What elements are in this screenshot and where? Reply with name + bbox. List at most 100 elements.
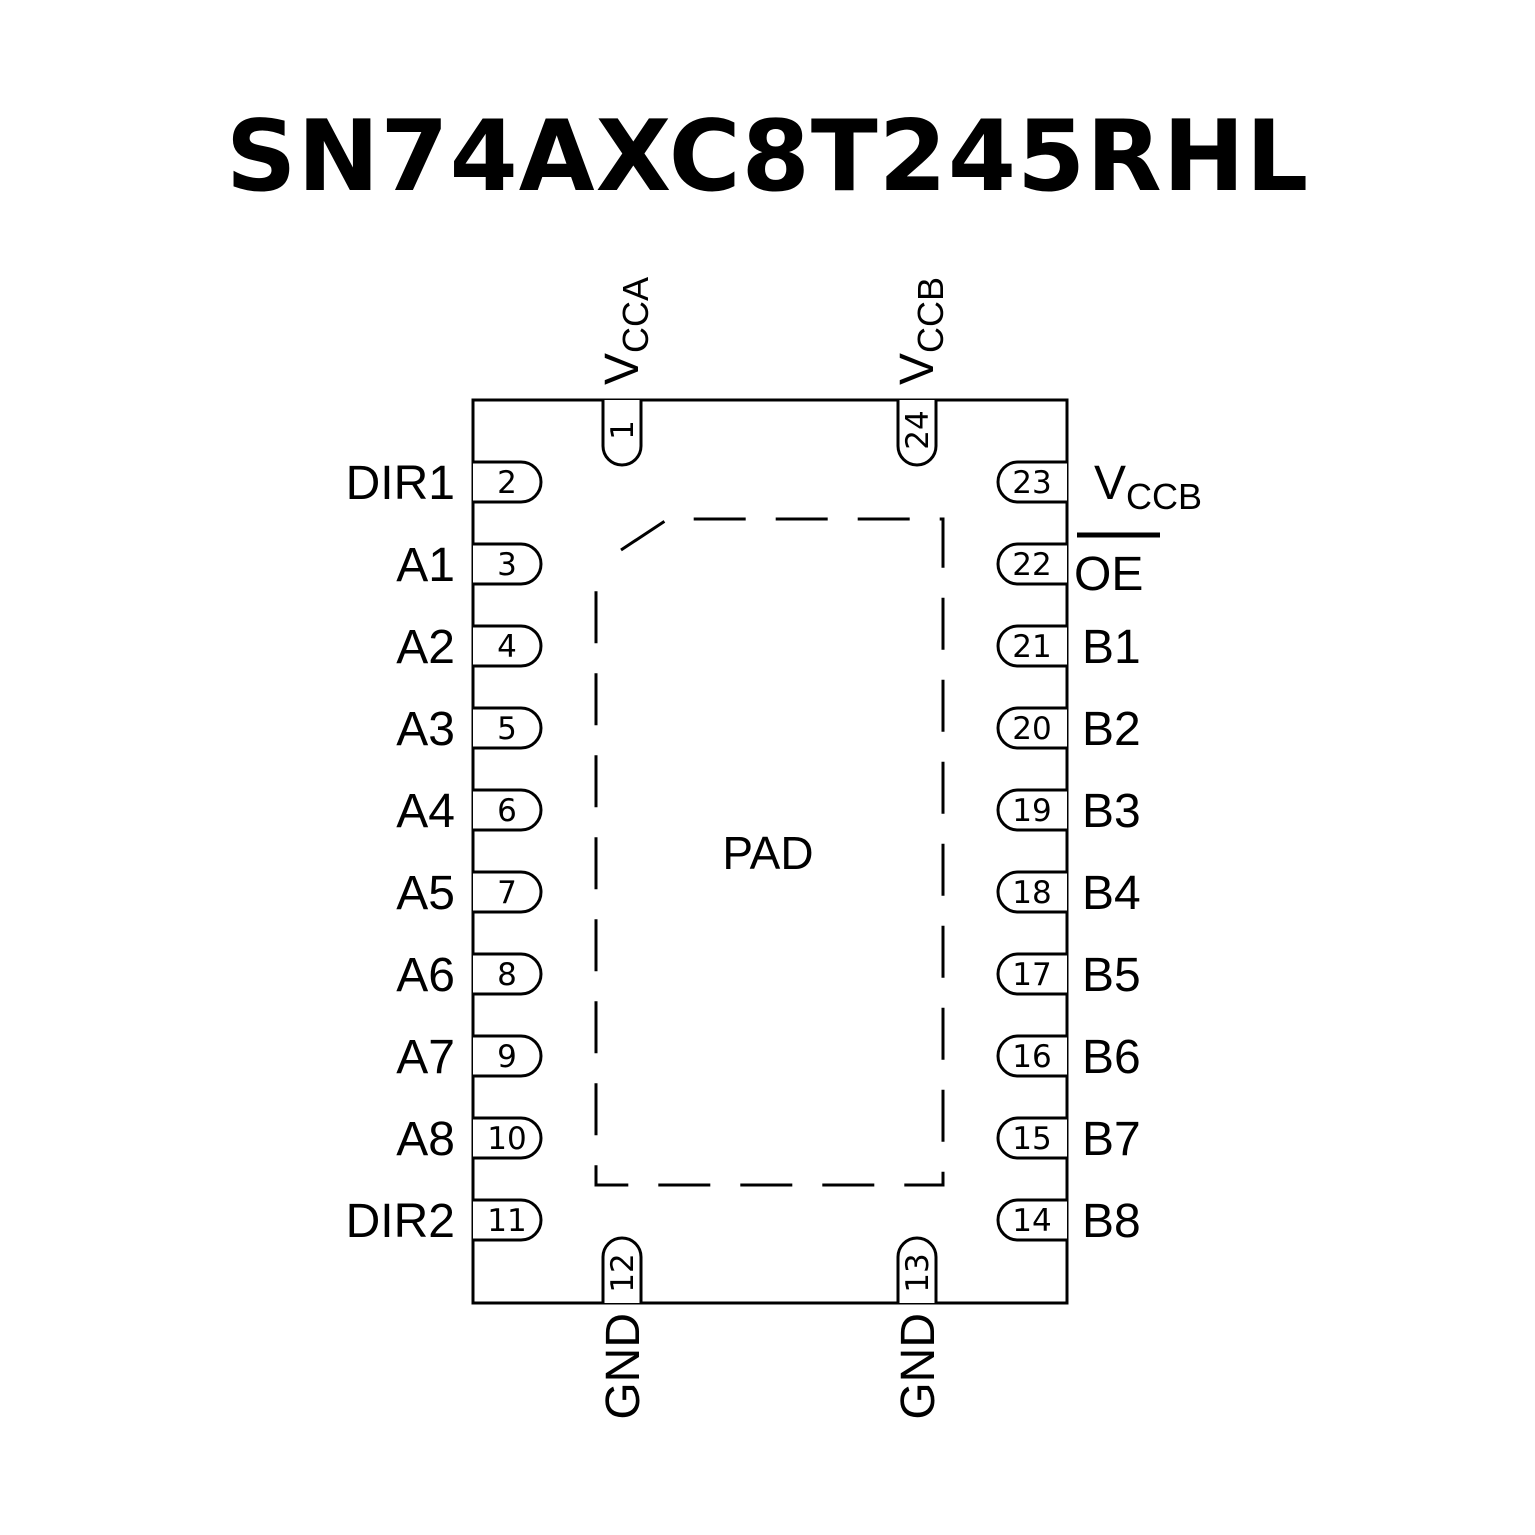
pin-9: 9 A7 [396, 1031, 543, 1084]
pin-name-label: A8 [396, 1113, 455, 1166]
pin-8: 8 A6 [396, 949, 543, 1002]
pin-23: 23 VCCB [996, 457, 1202, 517]
pin-pad-shape [473, 788, 543, 832]
pin-number: 23 [1012, 465, 1051, 501]
pin-pad-shape [473, 624, 543, 668]
pin-pad-shape [996, 706, 1067, 750]
pin-pad-shape [473, 870, 543, 914]
pin-number: 2 [497, 465, 517, 501]
pin-6: 6 A4 [396, 785, 543, 838]
pin-19: 19 B3 [996, 785, 1141, 838]
pin-number: 6 [497, 793, 517, 829]
pin-number: 12 [605, 1253, 641, 1292]
pin-name-label: A4 [396, 785, 455, 838]
pin-name-label: A5 [396, 867, 455, 920]
pin-number: 14 [1012, 1203, 1051, 1239]
pin-10: 10 A8 [396, 1113, 543, 1166]
pin-21: 21 B1 [996, 621, 1141, 674]
pin-number: 1 [605, 420, 641, 440]
pin-pad-shape [996, 460, 1067, 504]
pin-pad-shape [473, 1198, 543, 1242]
pin-name-label: GND [597, 1313, 650, 1420]
pin-name-label: B1 [1082, 621, 1141, 674]
pin-pad-shape [473, 706, 543, 750]
pin-pad-shape [601, 1236, 643, 1303]
pin-number: 9 [497, 1039, 517, 1075]
pin-number: 15 [1012, 1121, 1051, 1157]
thermal-pad-outline [594, 517, 945, 1187]
pin-name-label: A1 [396, 539, 455, 592]
pin-15: 15 B7 [996, 1113, 1141, 1166]
pin-pad-shape [996, 1034, 1067, 1078]
pin-number: 24 [900, 410, 936, 449]
pin-pad-shape [473, 952, 543, 996]
pin-pad-shape [996, 788, 1067, 832]
pin-3: 3 A1 [396, 539, 543, 592]
pin-pad-shape [996, 542, 1067, 586]
pin-name-label: B2 [1082, 703, 1141, 756]
pin-pad-shape [996, 870, 1067, 914]
pin-name-label: VCCA [596, 277, 656, 385]
pin-pad-shape [996, 624, 1067, 668]
pin-number: 22 [1012, 547, 1051, 583]
pin-number: 11 [487, 1203, 526, 1239]
pin-pad-shape [601, 400, 643, 467]
pin-pad-shape [473, 1116, 543, 1160]
pin-name-label: DIR1 [346, 457, 455, 510]
pin-name-label: A7 [396, 1031, 455, 1084]
pin-pad-shape [996, 952, 1067, 996]
package-outline [471, 398, 1069, 1305]
pin-number: 16 [1012, 1039, 1051, 1075]
pin-number: 7 [497, 875, 517, 911]
pin-2: 2 DIR1 [346, 457, 543, 510]
pin-pad-shape [473, 1034, 543, 1078]
pin-1: 1 VCCA [596, 277, 656, 467]
pin-pad-shape [996, 1116, 1067, 1160]
pin-11: 11 DIR2 [346, 1195, 543, 1248]
pin-4: 4 A2 [396, 621, 543, 674]
pin-name-label: B8 [1082, 1195, 1141, 1248]
pin-pad-shape [896, 1236, 938, 1303]
part-number-title: SN74AXC8T245RHL [225, 100, 1310, 214]
pin-name-label: B3 [1082, 785, 1141, 838]
pin-number: 19 [1012, 793, 1051, 829]
pin-name-label: GND [892, 1313, 945, 1420]
pin-number: 20 [1012, 711, 1051, 747]
pin-number: 10 [487, 1121, 526, 1157]
pin-number: 8 [497, 957, 517, 993]
pin-7: 7 A5 [396, 867, 543, 920]
pin-number: 5 [497, 711, 517, 747]
pin-name-label: A2 [396, 621, 455, 674]
pin-name-label: OE [1074, 548, 1143, 601]
pin-14: 14 B8 [996, 1195, 1141, 1248]
pin-number: 3 [497, 547, 517, 583]
pin-20: 20 B2 [996, 703, 1141, 756]
pin-name-label: A3 [396, 703, 455, 756]
pin-16: 16 B6 [996, 1031, 1141, 1084]
pin-name-label: B5 [1082, 949, 1141, 1002]
pin-pad-shape [996, 1198, 1067, 1242]
pin-name-label: B6 [1082, 1031, 1141, 1084]
pin-name-label: B7 [1082, 1113, 1141, 1166]
pin-22: 22 OE [996, 532, 1160, 601]
pin-number: 21 [1012, 629, 1051, 665]
pin-number: 18 [1012, 875, 1051, 911]
pin-24: 24 VCCB [891, 277, 951, 467]
pad-label: PAD [722, 827, 813, 879]
pin-name-label: A6 [396, 949, 455, 1002]
pin-pad-shape [896, 400, 938, 467]
pin-name-label: VCCB [891, 277, 951, 385]
pin-number: 13 [900, 1253, 936, 1292]
pin-name-label: DIR2 [346, 1195, 455, 1248]
pin-number: 4 [497, 629, 517, 665]
pin-name-label: B4 [1082, 867, 1141, 920]
pin-5: 5 A3 [396, 703, 543, 756]
pin-pad-shape [473, 460, 543, 504]
pin-name-label: VCCB [1094, 457, 1202, 517]
pin-pad-shape [473, 542, 543, 586]
pin-18: 18 B4 [996, 867, 1141, 920]
